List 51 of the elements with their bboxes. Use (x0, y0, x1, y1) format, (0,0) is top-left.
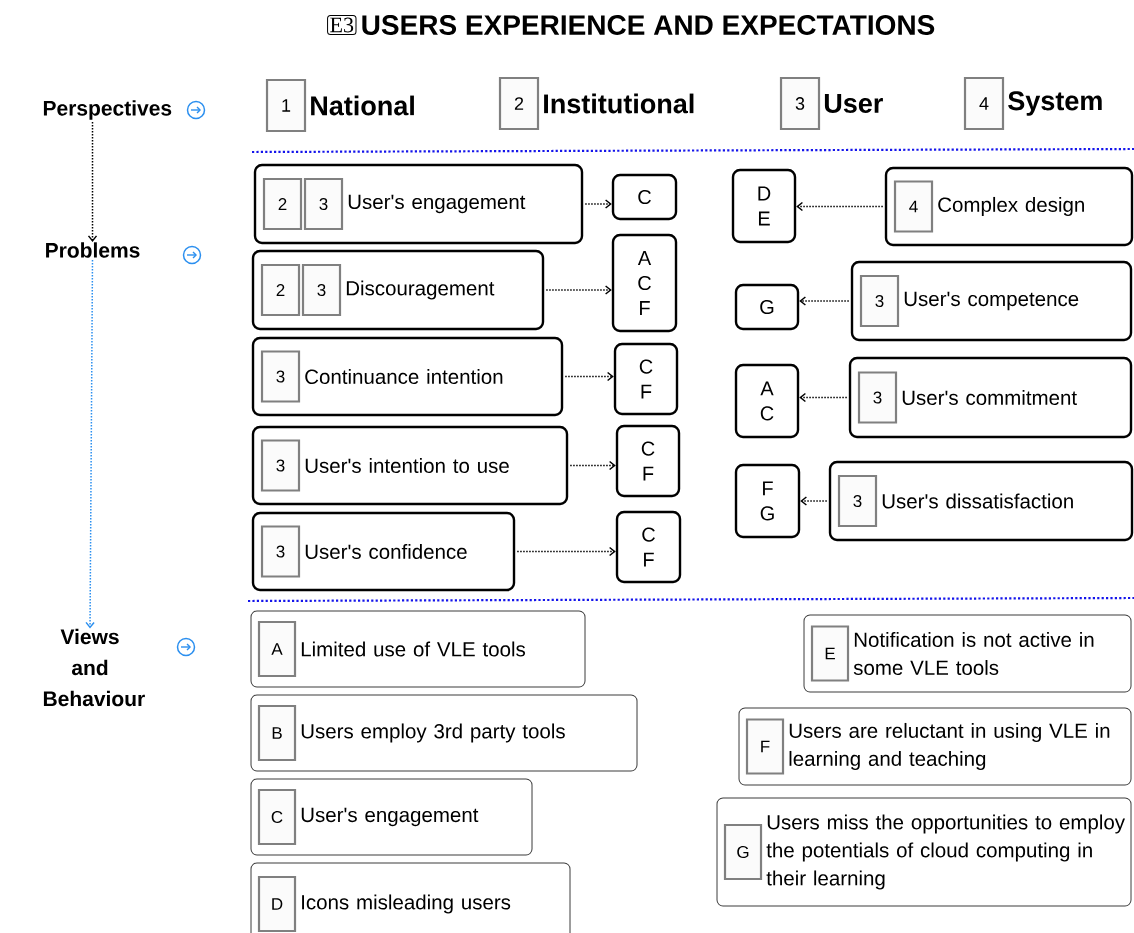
number-box: C (257, 788, 297, 846)
perspective-heading: System (1008, 91, 1102, 116)
number-box: 3 (260, 525, 301, 578)
arrow (564, 371, 614, 382)
number-box: 2 (262, 177, 303, 231)
perspective-heading: User (824, 94, 883, 113)
letter-box: D E (731, 168, 797, 244)
arrow (516, 546, 616, 557)
number-box: A (257, 620, 297, 678)
letter-box: C F (615, 424, 681, 498)
letter-box: C F (615, 510, 682, 584)
letter-box: C (611, 173, 678, 221)
number-box: 3 (303, 177, 344, 231)
number-box: 3 (779, 76, 821, 131)
number-box: 3 (301, 263, 342, 317)
arrow (85, 259, 95, 629)
number-box: G (723, 823, 763, 881)
badge: E3 (327, 15, 357, 35)
arrow (87, 121, 98, 243)
number-box: 3 (260, 350, 301, 403)
perspective-heading: Institutional (544, 93, 694, 114)
title: USERS EXPERIENCE AND EXPECTATIONS (362, 15, 935, 35)
number-box: 3 (859, 274, 900, 328)
number-box: 4 (893, 180, 934, 233)
arrow (545, 285, 612, 295)
letter-box: A C (734, 363, 800, 439)
row-label: Views and Behaviour (43, 628, 145, 707)
number-box: F (745, 718, 785, 775)
arrow (796, 201, 884, 212)
number-box: 2 (498, 76, 540, 131)
perspective-heading: National (311, 95, 414, 116)
number-box: D (257, 875, 297, 933)
arrow (569, 460, 616, 471)
row-label: Problems (46, 242, 140, 258)
letter-box: G (734, 283, 800, 331)
letter-box: C F (613, 342, 679, 416)
number-box: 3 (837, 474, 878, 528)
number-box: 2 (260, 263, 301, 317)
arrow (800, 496, 828, 506)
number-box: 3 (857, 371, 898, 424)
arrow (799, 392, 848, 403)
row-label: Perspectives (43, 100, 172, 120)
arrow (799, 296, 850, 306)
arrow (584, 199, 612, 209)
number-box: B (257, 704, 297, 762)
letter-box: F G (734, 463, 801, 539)
number-box: 4 (963, 76, 1005, 131)
number-box: 1 (265, 78, 307, 133)
number-box: E (810, 625, 850, 682)
number-box: 3 (260, 439, 301, 492)
letter-box: A C F (611, 233, 678, 333)
